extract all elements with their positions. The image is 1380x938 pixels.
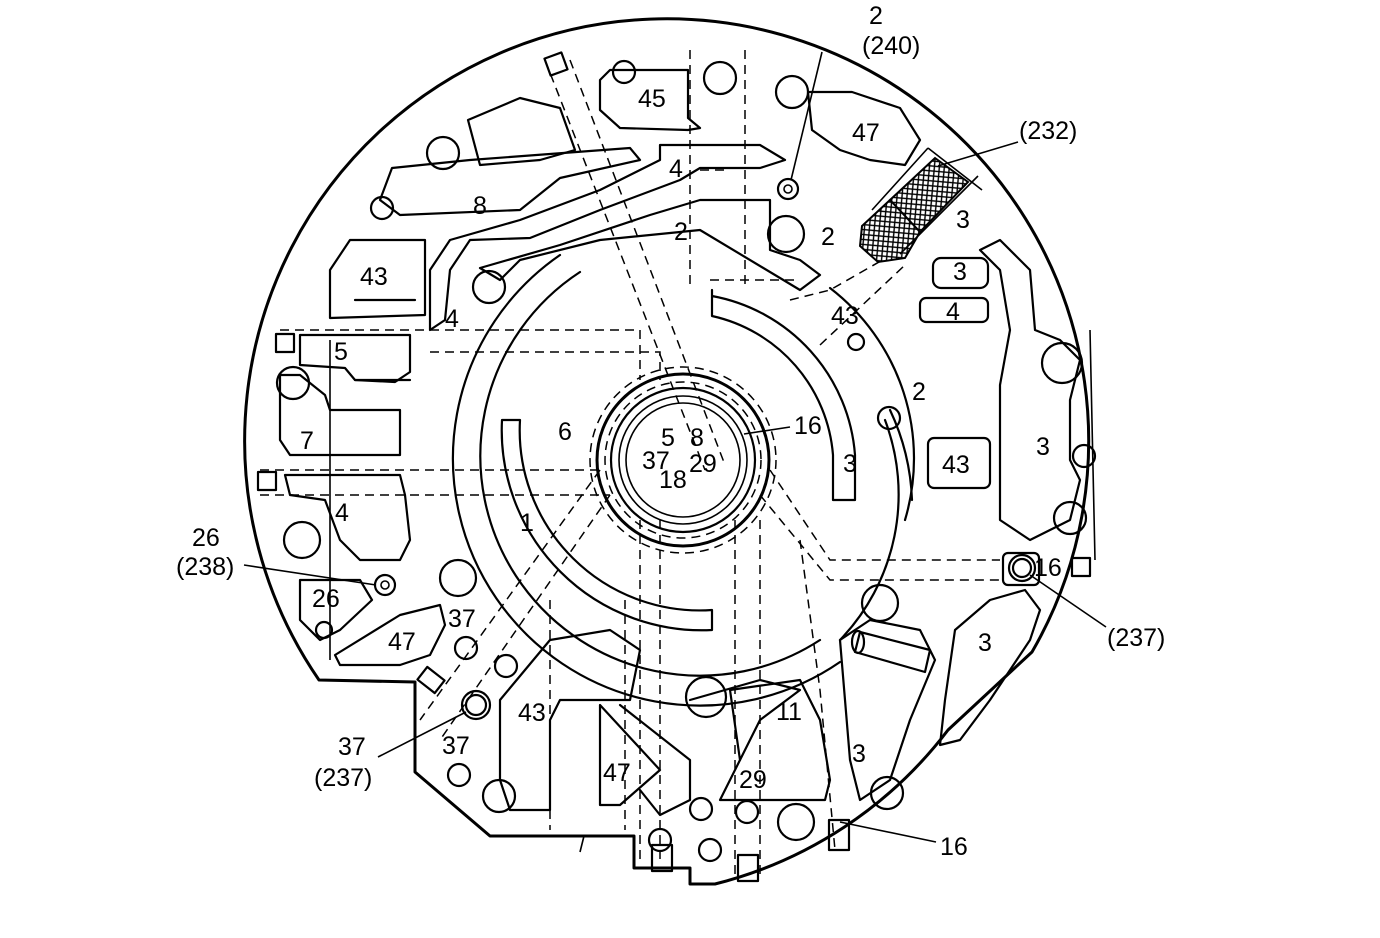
passage-label-8-hub: 8: [690, 424, 704, 452]
passage-label-47-bottom: 47: [603, 759, 631, 787]
callout-leaders: [243, 51, 1107, 853]
callout-26: 26: [192, 524, 220, 552]
passage-label-8-top: 8: [473, 192, 487, 220]
hole: [860, 583, 900, 623]
plate-outline: [243, 17, 1096, 886]
hole: [481, 778, 517, 814]
passage-label-29-bottom: 29: [739, 766, 767, 794]
leader-237-right: [1029, 574, 1107, 628]
filter-screen: [858, 147, 983, 264]
check-balls: [373, 177, 1041, 721]
hole: [734, 799, 760, 825]
passage-label-7: 7: [300, 427, 314, 455]
hole: [766, 214, 806, 254]
passage-label-29-hub: 29: [689, 450, 717, 478]
callout-240: (240): [862, 32, 920, 60]
passage-label-4-low: 4: [335, 499, 349, 527]
passage-label-5-left: 5: [334, 338, 348, 366]
hole: [688, 796, 714, 822]
hole: [369, 195, 395, 221]
hole: [776, 802, 816, 842]
leader-16-hub: [743, 426, 791, 435]
hole: [275, 365, 311, 401]
passage-label-37-b: 37: [442, 732, 470, 760]
leader-232: [937, 141, 1019, 167]
passage-label-43-left: 43: [360, 263, 388, 291]
passage-label-37-hub: 37: [642, 447, 670, 475]
hole: [869, 775, 905, 811]
hole: [684, 675, 728, 719]
hole: [282, 520, 322, 560]
edge-notches: [256, 51, 1092, 883]
passage-label-2-c: 2: [912, 378, 926, 406]
passage-label-4-right: 4: [946, 298, 960, 326]
hole: [493, 653, 519, 679]
hole: [471, 269, 507, 305]
hole: [314, 620, 334, 640]
callout-37: 37: [338, 733, 366, 761]
check-ball-237-right: [1007, 553, 1037, 583]
hole: [453, 635, 479, 661]
check-ball-240: [776, 177, 800, 201]
plate-holes: [275, 59, 1097, 863]
passage-label-18-hub: 18: [659, 466, 687, 494]
passage-label-4-left: 4: [445, 305, 459, 333]
passage-label-1: 1: [520, 509, 534, 537]
passage-label-43-low: 43: [518, 699, 546, 727]
callout-237-left: (237): [314, 764, 372, 792]
passage-label-6: 6: [558, 418, 572, 446]
callout-2: 2: [869, 2, 883, 30]
passage-label-43-right: 43: [942, 451, 970, 479]
leader-16-bottom: [839, 821, 937, 843]
callout-16-right: 16: [1034, 554, 1062, 582]
passage-label-2-b: 2: [821, 223, 835, 251]
passage-label-45: 45: [638, 85, 666, 113]
hole: [647, 827, 673, 853]
leader-tick: [579, 835, 585, 853]
callout-16-bottom: 16: [940, 833, 968, 861]
hole: [774, 74, 810, 110]
hole: [876, 405, 902, 431]
passage-label-4-top: 4: [669, 155, 683, 183]
callout-238: (238): [176, 553, 234, 581]
callout-237-right: (237): [1107, 624, 1165, 652]
passage-label-3-b: 3: [953, 258, 967, 286]
center-hub: [589, 366, 777, 554]
hidden-lines: [260, 50, 1000, 880]
passage-label-43-mid: 43: [831, 302, 859, 330]
callout-16-hub: 16: [794, 412, 822, 440]
passage-label-47-top: 47: [852, 119, 880, 147]
callout-labels: 2 (240) (232) 16 26 (238) 16 (237) 37 (2…: [176, 2, 1165, 861]
check-ball-237-left: [460, 689, 492, 721]
passage-label-26: 26: [312, 585, 340, 613]
hole: [425, 135, 461, 171]
concentric-channels: [451, 253, 916, 707]
passage-label-3-right: 3: [1036, 433, 1050, 461]
passage-label-3-a: 3: [956, 206, 970, 234]
passage-label-3-low: 3: [978, 629, 992, 657]
hole: [438, 558, 478, 598]
hole: [446, 762, 472, 788]
passage-label-11: 11: [776, 698, 802, 726]
hole: [702, 60, 738, 96]
hole: [1040, 341, 1084, 385]
callout-232: (232): [1019, 117, 1077, 145]
passage-label-47-left: 47: [388, 628, 416, 656]
hole: [611, 59, 637, 85]
leader-238: [243, 564, 377, 586]
leader-237-left: [377, 711, 467, 758]
passage-labels: 45 47 8 4 2 2 3 3 4 43 4 43 5 2 7 3 43 3…: [300, 85, 1050, 794]
check-ball-238: [373, 573, 397, 597]
passage-label-2-a: 2: [674, 218, 688, 246]
leader-240: [790, 51, 823, 181]
hole: [697, 837, 723, 863]
hole: [1071, 443, 1097, 469]
passage-label-3-mid: 3: [843, 450, 857, 478]
passage-label-5-hub: 5: [661, 424, 675, 452]
passage-label-37-a: 37: [448, 605, 476, 633]
hole: [846, 332, 866, 352]
passage-label-3-bottom: 3: [852, 740, 866, 768]
hole: [1052, 500, 1088, 536]
